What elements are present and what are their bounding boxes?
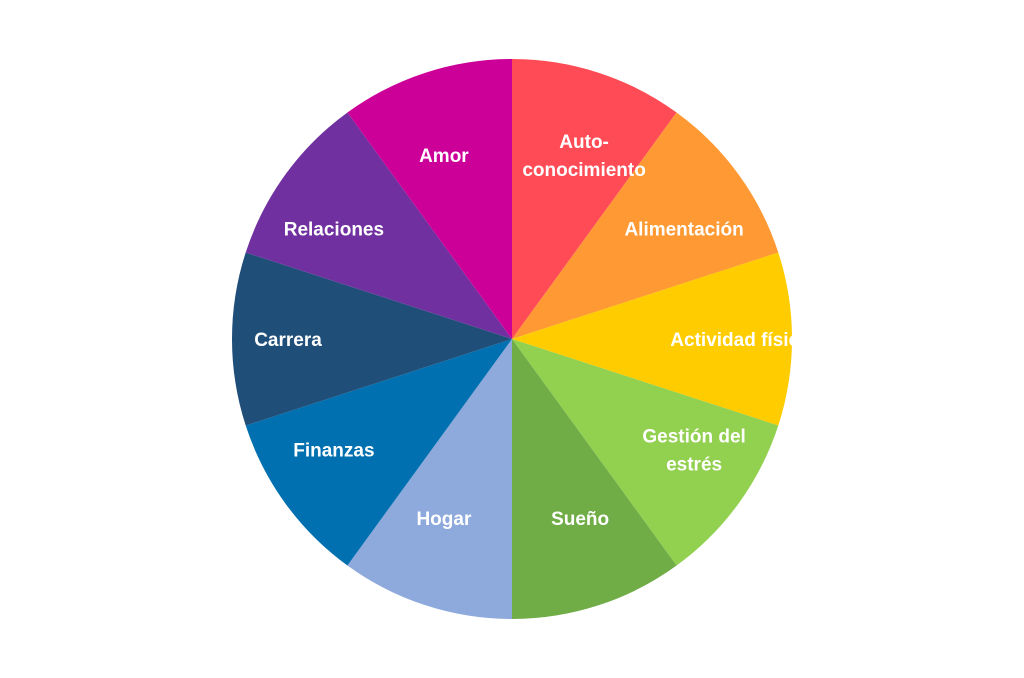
wheel-slice-finanzas — [245, 339, 513, 566]
wheel-label-finanzas: Finanzas — [293, 441, 374, 462]
wheel-label-auto-conocimiento: Auto-conocimiento — [522, 132, 646, 181]
wheel-slice-gestion-del-estres — [512, 339, 779, 566]
wheel-slice-auto-conocimiento — [512, 59, 677, 339]
wheel-label-amor: Amor — [419, 146, 469, 167]
wheel-slice-carrera — [232, 252, 512, 426]
wheel-slice-amor — [347, 59, 512, 339]
wheel-label-sueno: Sueño — [551, 509, 609, 530]
wheel-label-carrera: Carrera — [254, 330, 322, 351]
wheel-label-alimentacion: Alimentación — [624, 219, 743, 240]
wheel-slice-actividad-fisica — [512, 252, 793, 426]
wheel-slice-hogar — [347, 339, 512, 619]
wheel-label-hogar: Hogar — [416, 509, 472, 530]
wheel-slices — [232, 59, 793, 619]
wheel-slice-relaciones — [245, 112, 513, 339]
wheel-slice-alimentacion — [512, 112, 779, 339]
wheel-slice-sueno — [512, 339, 677, 619]
wheel-label-actividad-fisica: Actividad física — [670, 330, 810, 351]
wheel-label-relaciones: Relaciones — [284, 219, 384, 240]
